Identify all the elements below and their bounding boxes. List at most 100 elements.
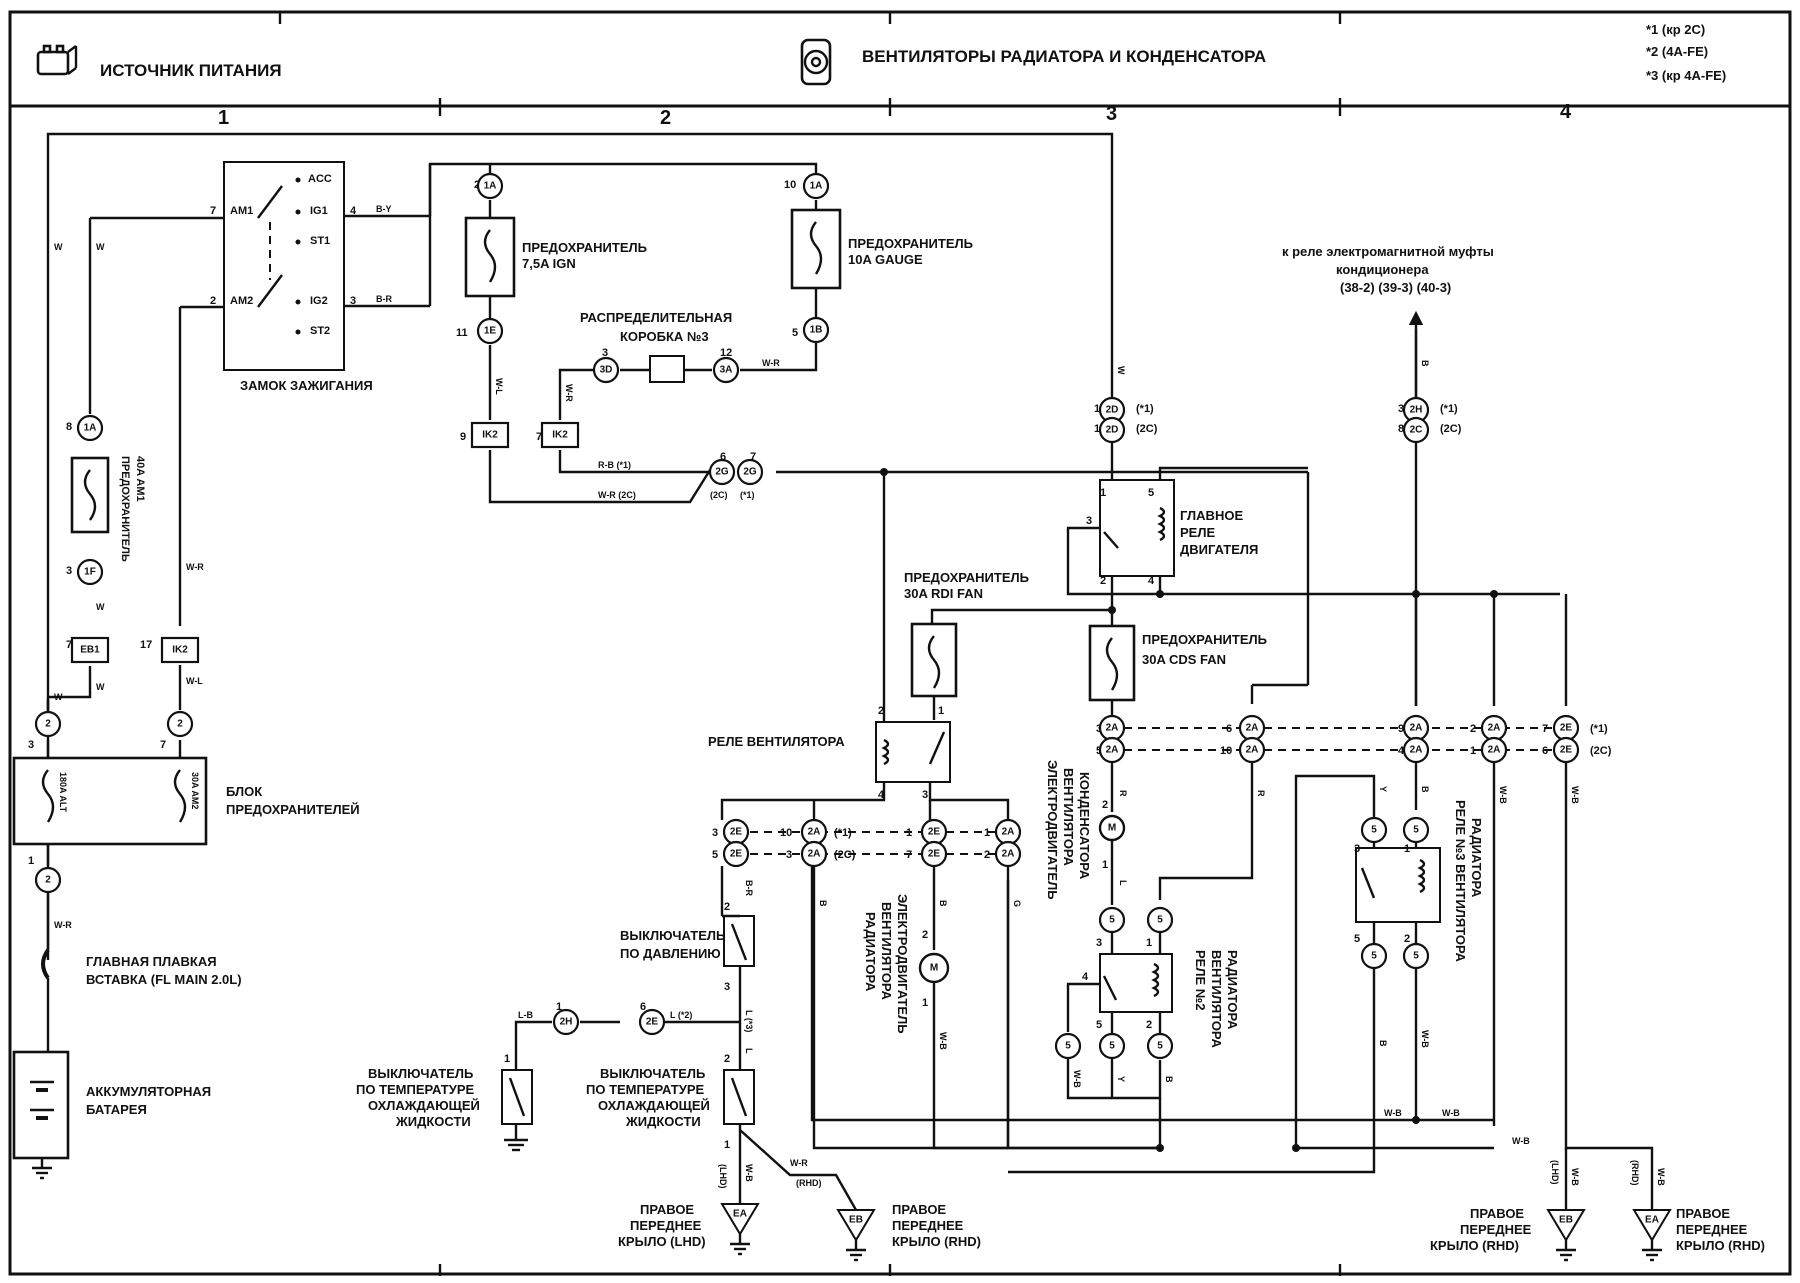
- svg-text:ПРЕДОХРАНИТЕЛЬ: ПРЕДОХРАНИТЕЛЬ: [1142, 632, 1267, 647]
- connector-c2a-10b: 2A: [800, 818, 828, 846]
- connector-c2h-3: 2H: [1402, 396, 1430, 424]
- svg-text:ПЕРЕДНЕЕ: ПЕРЕДНЕЕ: [892, 1218, 964, 1233]
- svg-text:3: 3: [28, 739, 34, 751]
- svg-text:БАТАРЕЯ: БАТАРЕЯ: [86, 1102, 147, 1117]
- svg-text:4: 4: [878, 789, 885, 801]
- fuse-am1: ПРЕДОХРАНИТЕЛЬ 40A AM1: [70, 456, 146, 562]
- svg-text:(2C): (2C): [710, 490, 728, 500]
- svg-text:L: L: [1118, 880, 1128, 886]
- svg-text:L (*2): L (*2): [670, 1010, 692, 1020]
- fuse-30a-cds-fan: ПРЕДОХРАНИТЕЛЬ 30A CDS FAN: [1088, 624, 1267, 716]
- svg-text:B-R: B-R: [744, 880, 754, 896]
- svg-text:1: 1: [724, 1139, 730, 1151]
- svg-text:11: 11: [456, 327, 468, 339]
- connector-label: 2A: [808, 827, 821, 838]
- connector-c2h-1: 2H: [552, 1008, 580, 1036]
- junction-block-3: РАСПРЕДЕЛИТЕЛЬНАЯ КОРОБКА №3 W-R W-R W-L: [494, 310, 780, 420]
- connector-label: 1F: [84, 567, 96, 578]
- svg-text:ДВИГАТЕЛЯ: ДВИГАТЕЛЯ: [1180, 542, 1258, 557]
- connector-label: IK2: [172, 645, 188, 656]
- svg-text:8: 8: [1398, 423, 1404, 435]
- power-source-wiring: W W W W W W-R W-L W-R: [46, 132, 1114, 960]
- connector-label: 2H: [1410, 405, 1423, 416]
- svg-text:L-B: L-B: [518, 1010, 533, 1020]
- fl-main-fusible-link: ГЛАВНАЯ ПЛАВКАЯ ВСТАВКА (FL MAIN 2.0L): [41, 892, 242, 1052]
- svg-text:(2C): (2C): [834, 849, 856, 861]
- svg-text:40A AM1: 40A AM1: [134, 456, 146, 502]
- svg-text:ЭЛЕКТРОДВИГАТЕЛЬ: ЭЛЕКТРОДВИГАТЕЛЬ: [895, 894, 910, 1034]
- svg-text:(RHD): (RHD): [1630, 1160, 1640, 1186]
- svg-text:БЛОК: БЛОК: [226, 784, 262, 799]
- svg-text:W-B: W-B: [938, 1032, 948, 1050]
- svg-text:10A GAUGE: 10A GAUGE: [848, 252, 923, 267]
- connector-label: 2A: [1246, 745, 1259, 756]
- ground-eb-rhd: EB ПРАВОЕ ПЕРЕДНЕЕ КРЫЛО (RHD): [836, 1202, 981, 1262]
- svg-text:W-B: W-B: [1498, 786, 1508, 804]
- svg-text:B: B: [1420, 360, 1430, 367]
- svg-text:R-B (*1): R-B (*1): [598, 460, 631, 470]
- svg-text:ПРАВОЕ: ПРАВОЕ: [892, 1202, 946, 1217]
- svg-text:КОРОБКА №3: КОРОБКА №3: [620, 329, 709, 344]
- connector-c2e-7a: 2E: [1552, 714, 1580, 742]
- connector-label: 5: [1157, 915, 1163, 926]
- svg-text:РАСПРЕДЕЛИТЕЛЬНАЯ: РАСПРЕДЕЛИТЕЛЬНАЯ: [580, 310, 732, 325]
- battery-icon: [36, 44, 78, 76]
- svg-text:(RHD): (RHD): [796, 1178, 822, 1188]
- connector-c5-b: 5: [1146, 906, 1174, 934]
- ground-ea-lhd: EA ПРАВОЕ ПЕРЕДНЕЕ КРЫЛО (LHD): [618, 1202, 760, 1256]
- svg-text:W-R: W-R: [186, 562, 204, 572]
- svg-text:5: 5: [712, 849, 718, 861]
- svg-text:7: 7: [750, 451, 756, 463]
- header-main-title: ВЕНТИЛЯТОРЫ РАДИАТОРА И КОНДЕНСАТОРА: [862, 47, 1266, 66]
- svg-text:(LHD): (LHD): [718, 1164, 728, 1189]
- svg-text:КРЫЛО (RHD): КРЫЛО (RHD): [1676, 1238, 1765, 1253]
- svg-text:(2C): (2C): [1136, 423, 1158, 435]
- connector-c5-a: 5: [1098, 906, 1126, 934]
- connector-label: 5: [1371, 825, 1377, 836]
- svg-text:(2C): (2C): [1440, 423, 1462, 435]
- pressure-switch: ВЫКЛЮЧАТЕЛЬ ПО ДАВЛЕНИЮ 2 3: [620, 901, 755, 993]
- svg-text:ПРЕДОХРАНИТЕЛЬ: ПРЕДОХРАНИТЕЛЬ: [848, 236, 973, 251]
- connector-label: IK2: [482, 430, 498, 441]
- connector-c5-g: 5: [1146, 1032, 1174, 1060]
- svg-text:M: M: [1108, 823, 1116, 834]
- svg-text:W-R: W-R: [762, 358, 780, 368]
- connector-c3d-3: 3D: [592, 356, 620, 384]
- svg-text:10: 10: [784, 179, 796, 191]
- connector-c1e-11: 1E: [476, 317, 504, 345]
- note-1: *1 (кр 2С): [1646, 22, 1705, 37]
- svg-text:W-B: W-B: [1512, 1136, 1530, 1146]
- connector-label: 1A: [484, 181, 497, 192]
- connector-c2-3: 2: [34, 710, 62, 738]
- svg-text:2: 2: [210, 295, 216, 307]
- svg-text:30A CDS FAN: 30A CDS FAN: [1142, 652, 1226, 667]
- svg-text:1: 1: [1100, 487, 1106, 499]
- connector-label: 5: [1413, 951, 1419, 962]
- svg-text:ST2: ST2: [310, 325, 330, 337]
- fuse-10a-gauge: ПРЕДОХРАНИТЕЛЬ 10A GAUGE: [740, 200, 973, 372]
- svg-text:КРЫЛО (LHD): КРЫЛО (LHD): [618, 1234, 706, 1249]
- connector-label: 3A: [720, 365, 733, 376]
- svg-text:1: 1: [1102, 859, 1108, 871]
- svg-text:ST1: ST1: [310, 235, 330, 247]
- svg-text:30A AM2: 30A AM2: [190, 772, 200, 809]
- connector-c2c-8: 2C: [1402, 416, 1430, 444]
- svg-text:AM2: AM2: [230, 295, 253, 307]
- svg-text:ЭЛЕКТРОДВИГАТЕЛЬ: ЭЛЕКТРОДВИГАТЕЛЬ: [1045, 760, 1060, 900]
- svg-text:W: W: [96, 242, 105, 252]
- radiator-fan-relay-2: РЕЛЕ №2 ВЕНТИЛЯТОРА РАДИАТОРА 3 1 4 5 2: [1082, 937, 1240, 1048]
- connector-label: 1E: [484, 326, 497, 337]
- svg-text:КОНДЕНСАТОРА: КОНДЕНСАТОРА: [1077, 772, 1092, 880]
- svg-text:2: 2: [922, 929, 928, 941]
- connector-c2-1: 2: [34, 866, 62, 894]
- svg-text:W-R: W-R: [564, 384, 574, 402]
- svg-text:к реле электромагнитной муфты: к реле электромагнитной муфты: [1282, 244, 1494, 259]
- grid-2: 2: [660, 107, 671, 129]
- note-3: *3 (кр 4A-FE): [1646, 68, 1726, 83]
- connector-c2e-1: 2E: [920, 818, 948, 846]
- connector-c5-i: 5: [1402, 942, 1430, 970]
- svg-text:3: 3: [1086, 515, 1092, 527]
- svg-text:1: 1: [1470, 745, 1476, 757]
